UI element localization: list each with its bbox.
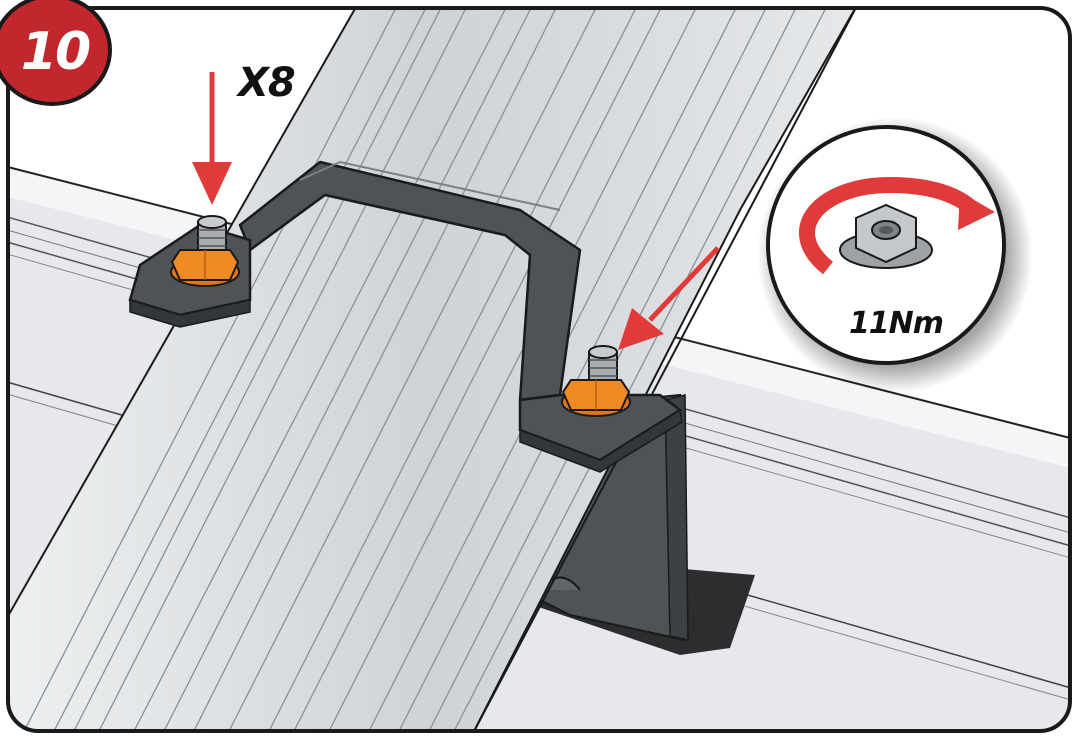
step-number: 10 [20,22,91,82]
torque-inset [757,117,1033,393]
crossbar [8,8,862,731]
flange-nut-icon [839,203,933,269]
down-arrow-icon [192,72,232,205]
torque-label: 11Nm [848,306,944,341]
diagonal-arrow-icon [618,246,720,350]
right-flange-nut-icon [561,345,631,417]
step-badge: 10 [0,0,112,106]
left-flange-nut-icon [170,215,240,287]
quantity-label: X8 [238,60,296,106]
rotation-arrow-icon [799,176,995,275]
